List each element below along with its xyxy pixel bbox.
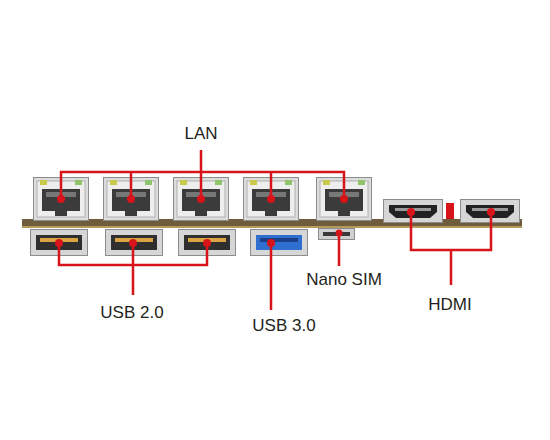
leader-dot	[203, 239, 211, 247]
leader-dot	[407, 208, 415, 216]
usb3-leader	[270, 243, 273, 310]
port-group-label: USB 3.0	[252, 316, 315, 336]
leader-lines	[59, 150, 491, 310]
port-group-label: USB 2.0	[100, 303, 163, 323]
nano-sim-slot	[319, 229, 355, 240]
port-group-label: HDMI	[428, 295, 471, 315]
usb2-leader	[59, 243, 207, 295]
leader-dot	[487, 208, 495, 216]
lan-leader	[61, 150, 344, 199]
leader-dot	[127, 195, 135, 203]
pcb-edge-highlight	[22, 226, 522, 228]
leader-dot	[197, 195, 205, 203]
hdmi-port	[384, 200, 443, 223]
leader-dot	[129, 239, 137, 247]
leader-dot	[340, 195, 348, 203]
leader-dot	[267, 195, 275, 203]
port-group-label: LAN	[184, 124, 217, 144]
leader-dot	[267, 239, 275, 247]
leader-dot	[55, 239, 63, 247]
leader-dots	[55, 195, 495, 247]
nano-sim-leader	[338, 233, 341, 266]
hdmi-leader	[411, 212, 491, 285]
usb3-opening	[256, 235, 302, 250]
board-component	[446, 203, 454, 219]
port-group-label: Nano SIM	[306, 270, 382, 290]
leader-dot	[57, 195, 65, 203]
leader-dot	[336, 230, 343, 237]
usb3-shell	[251, 230, 308, 256]
usb3-tongue	[260, 238, 298, 242]
